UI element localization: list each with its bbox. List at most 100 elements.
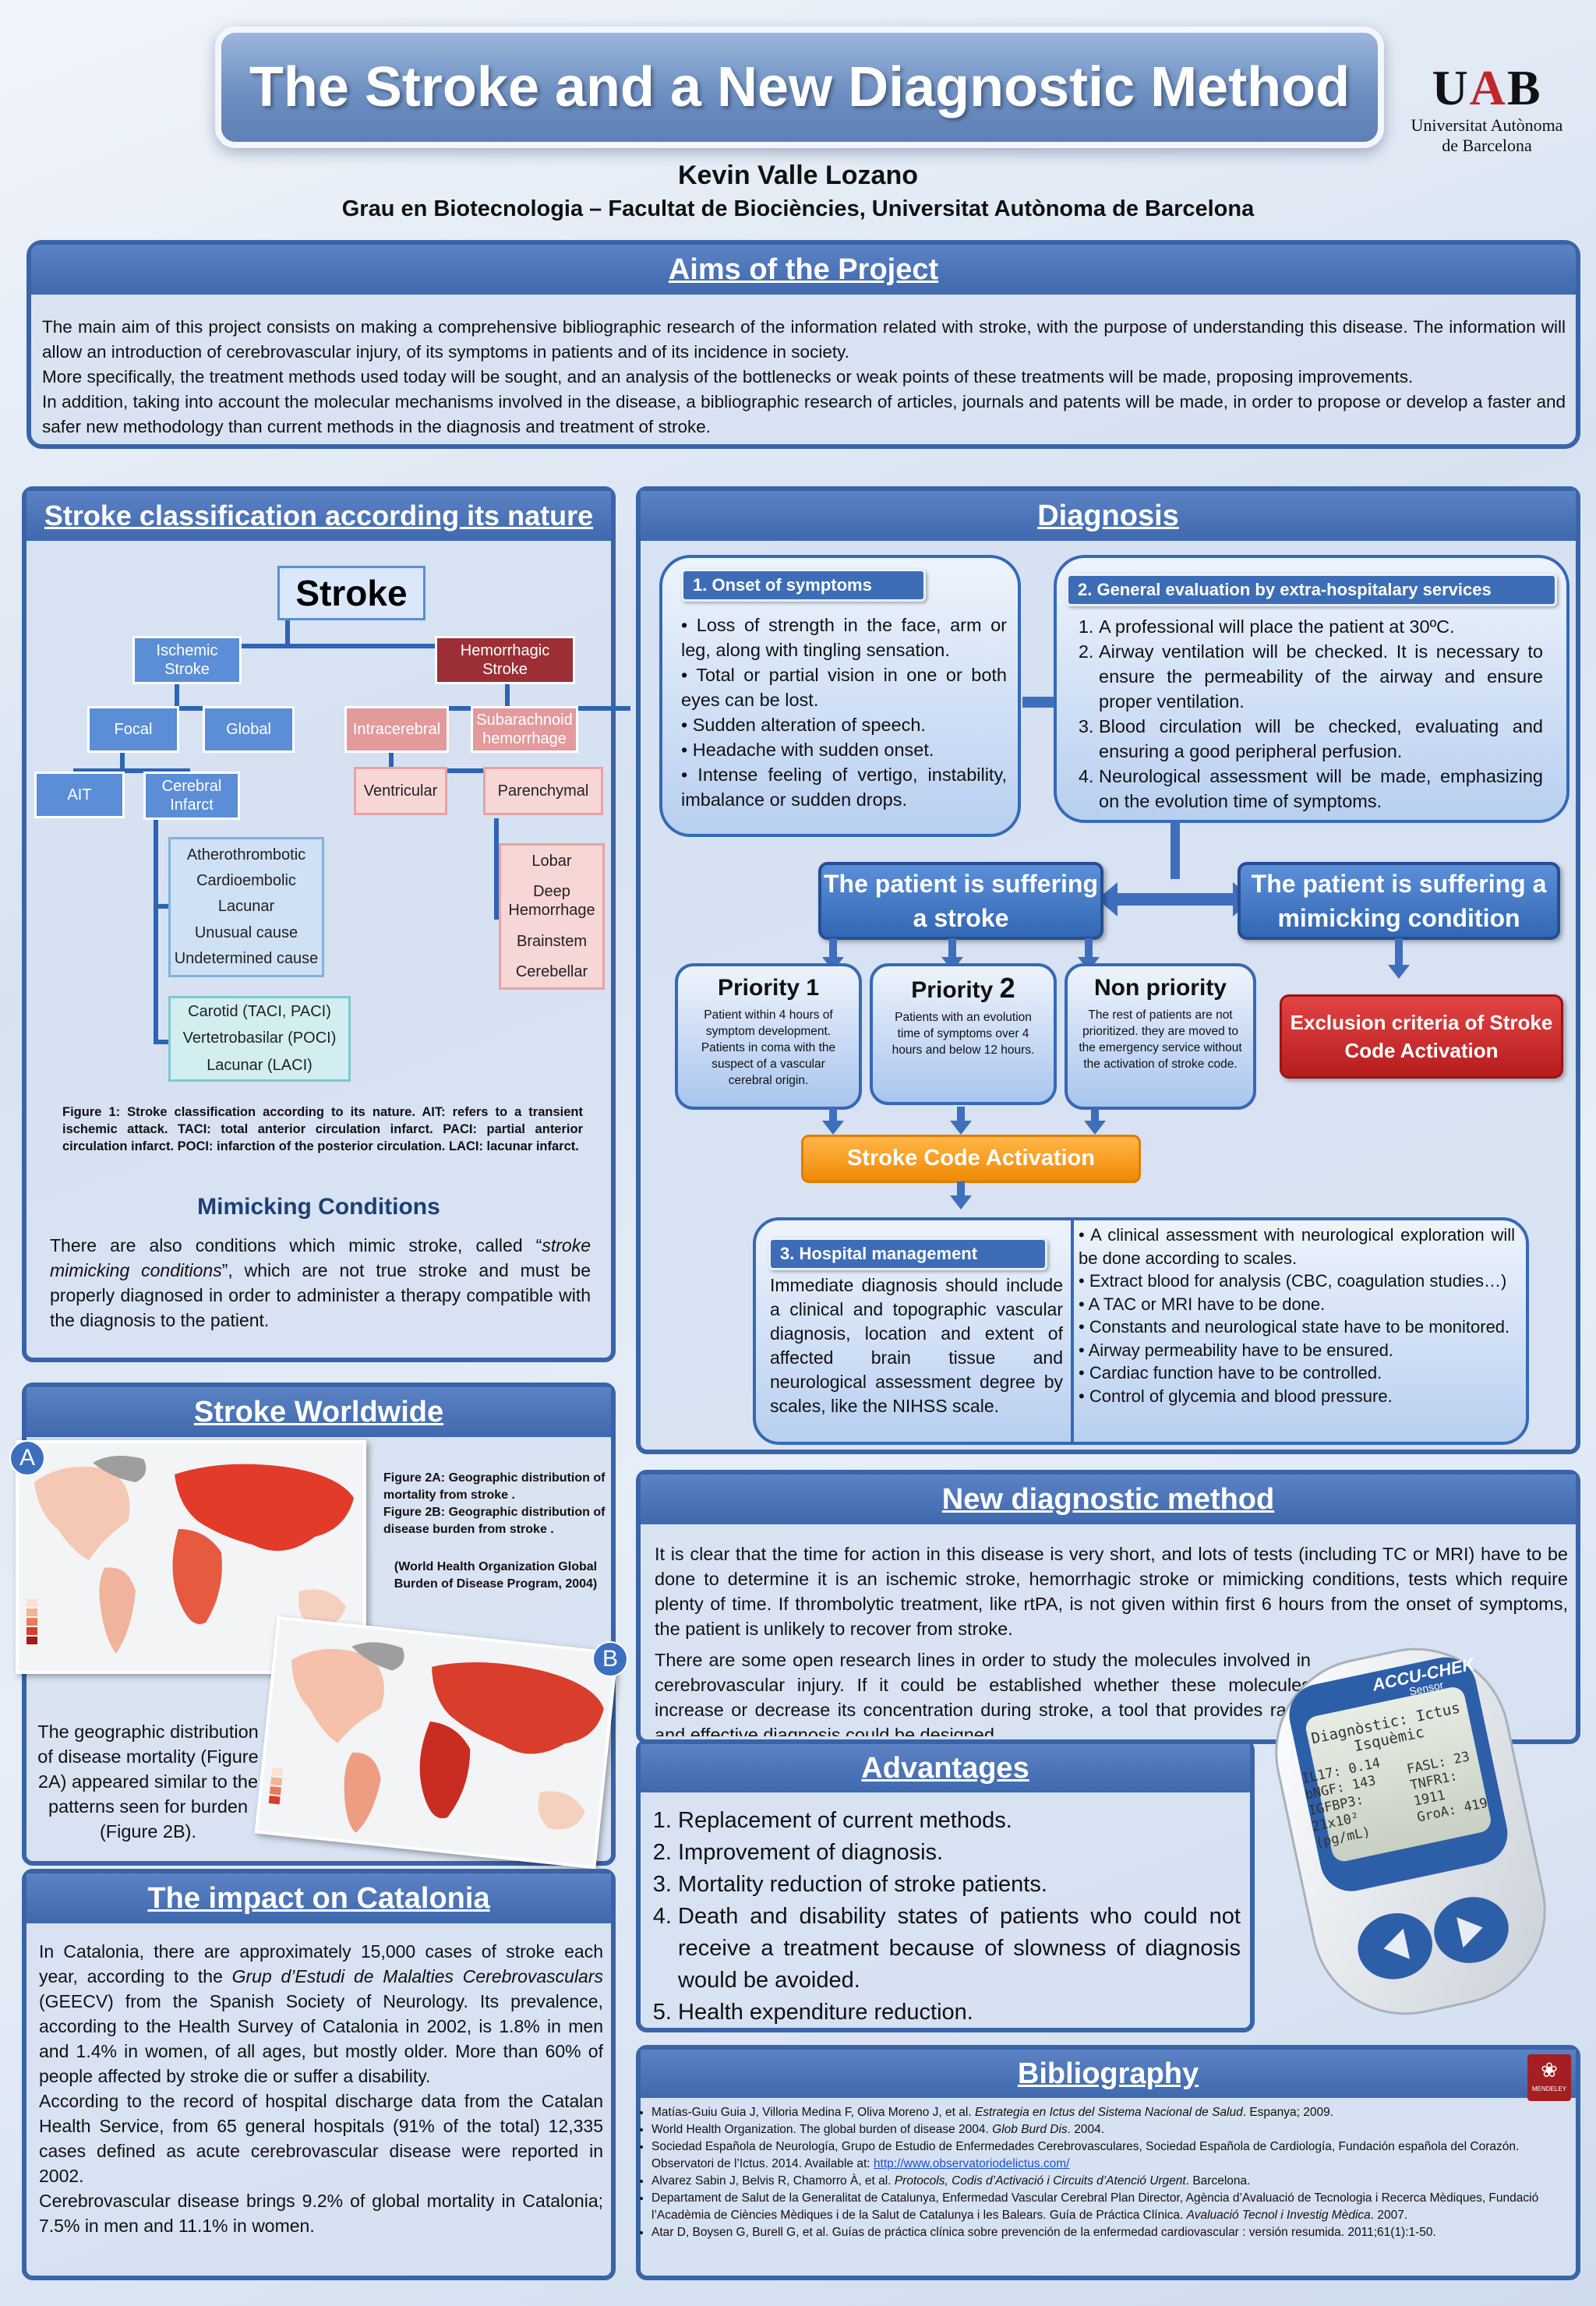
parenchymal-type: Brainstem (516, 932, 588, 950)
catalonia-p3: Cerebrovascular disease brings 9.2% of g… (39, 2191, 603, 2236)
catalonia-panel: The impact on Catalonia In Catalonia, th… (22, 1869, 616, 2280)
priority1-title: Priority 1 (717, 975, 820, 1001)
logo-sub2: de Barcelona (1442, 136, 1532, 155)
figure2b-caption: Figure 2B: Geographic distribution of di… (383, 1506, 606, 1536)
observatori-link[interactable]: http://www.observatoriodelictus.com/ (873, 2157, 1070, 2170)
parenchymal-type: Cerebellar (515, 963, 588, 981)
parenchymal-type: Deep Hemorrhage (508, 883, 595, 920)
node-hemorrhagic: Hemorrhagic Stroke (435, 636, 575, 684)
map-2b (254, 1616, 619, 1870)
hospital-list: • A clinical assessment with neurologica… (1079, 1224, 1515, 1407)
priority2-text: Patients with an evolution time of sympt… (892, 1011, 1035, 1057)
label-a: A (9, 1440, 45, 1476)
priority1-text: Patient within 4 hours of symptom develo… (701, 1008, 836, 1087)
stroke-code-activation: Stroke Code Activation (801, 1135, 1141, 1183)
node-ischemic: Ischemic Stroke (132, 636, 242, 684)
catalonia-p1: In Catalonia, there are approximately 15… (39, 1941, 603, 2086)
aims-body: The main aim of this project consists on… (42, 315, 1566, 440)
aims-title: Aims of the Project (31, 245, 1576, 295)
mimicking-title: Mimicking Conditions (197, 1194, 440, 1220)
priority1-box: Priority 1 Patient within 4 hours of sym… (675, 963, 862, 1110)
bibliography-panel: Bibliography ❀ MENDELEY Matías-Guiu Guia… (636, 2045, 1580, 2280)
logo-text: UAB (1432, 60, 1542, 115)
uab-logo: UAB Universitat Autònoma de Barcelona (1409, 61, 1565, 162)
arrow-down-icon (1084, 1121, 1106, 1135)
arrow-down-icon (950, 1195, 972, 1210)
hospital-item: • A clinical assessment with neurologica… (1079, 1225, 1515, 1268)
hospital-item: • Extract blood for analysis (CBC, coagu… (1079, 1271, 1507, 1291)
onset-item: • Headache with sudden onset. (681, 740, 934, 760)
aims-p1: The main aim of this project consists on… (42, 317, 1566, 362)
infarct-type: Undetermined cause (174, 949, 319, 967)
newmethod-p1: It is clear that the time for action in … (655, 1544, 1568, 1639)
hospital-item: • Airway permeability have to be ensured… (1079, 1340, 1393, 1360)
advantage-item: Death and disability states of patients … (678, 1901, 1241, 1997)
onset-tag: 1. Onset of symptoms (681, 569, 926, 602)
glucometer-device: ACCU-CHEK Sensor Diagnòstic: Ictus Isquè… (1255, 1637, 1566, 2026)
onset-item: • Intense feeling of vertigo, instabilit… (681, 765, 1007, 810)
infarct-type: Cardioembolic (196, 872, 296, 890)
aims-p2: More specifically, the treatment methods… (42, 367, 1414, 387)
worldwide-title: Stroke Worldwide (26, 1387, 611, 1437)
figure2a-caption: Figure 2A: Geographic distribution of mo… (383, 1471, 606, 1502)
catalonia-title: The impact on Catalonia (26, 1873, 611, 1923)
affiliation: Grau en Biotecnologia – Facultat de Bioc… (341, 196, 1255, 221)
evaluation-list: A professional will place the patient at… (1060, 614, 1543, 814)
mimicking-text: There are also conditions which mimic st… (50, 1235, 591, 1330)
map-b-legend (268, 1767, 284, 1805)
evaluation-item: Airway ventilation will be checked. It i… (1099, 639, 1543, 714)
logo-sub1: Universitat Autònoma (1411, 115, 1563, 135)
node-intracerebral: Intracerebral (344, 706, 449, 753)
advantage-item: Replacement of current methods. (678, 1805, 1241, 1837)
bibliography-title: Bibliography (641, 2050, 1576, 2098)
diagnosis-title: Diagnosis (641, 491, 1576, 541)
hospital-tag: 3. Hospital management (768, 1238, 1047, 1270)
bib-item: World Health Organization. The global bu… (651, 2121, 1562, 2138)
bib-item: Atar D, Boysen G, Burell G, et al. Guías… (651, 2224, 1562, 2241)
label-b: B (592, 1641, 628, 1677)
diagnosis-panel: Diagnosis • Loss of strength in the face… (636, 486, 1580, 1454)
node-subarachnoid: Subarachnoid hemorrhage (471, 706, 578, 753)
hospital-item: • Control of glycemia and blood pressure… (1079, 1386, 1393, 1406)
node-ait: AIT (34, 772, 125, 818)
advantages-list: Replacement of current methods. Improvem… (641, 1805, 1241, 2029)
mimic-box: The patient is suffering a mimicking con… (1238, 862, 1560, 940)
arrow-down-icon (822, 1121, 844, 1135)
figure1-caption: Figure 1: Stroke classification accordin… (62, 1105, 583, 1153)
onset-item: • Sudden alteration of speech. (681, 715, 926, 735)
advantages-panel: Advantages Replacement of current method… (636, 1739, 1255, 2032)
device-illustration (1275, 1647, 1546, 2015)
infarct-types-box: Atherothrombotic Cardioembolic Lacunar U… (168, 837, 324, 977)
infarct-type: Lacunar (217, 898, 275, 916)
hospital-item: • Cardiac function have to be controlled… (1079, 1363, 1382, 1383)
classification-panel: Stroke classification according its natu… (22, 486, 630, 1362)
evaluation-tag: 2. General evaluation by extra-hospitala… (1066, 574, 1557, 606)
node-cerebral-infarct: Cerebral Infarct (143, 772, 240, 820)
evaluation-item: Blood circulation will be checked, evalu… (1099, 714, 1543, 764)
hospital-text: Immediate diagnosis should include a cli… (770, 1275, 1063, 1416)
infarct-location-box: Carotid (TACI, PACI) Vertetrobasilar (PO… (168, 996, 351, 1082)
arrow-down-icon (950, 1121, 972, 1135)
advantage-item: Health expenditure reduction. (678, 1997, 1241, 2029)
newmethod-title: New diagnostic method (641, 1474, 1576, 1524)
infarct-type: Atherothrombotic (186, 846, 306, 864)
arrow-down-icon (1388, 965, 1410, 979)
node-global: Global (203, 706, 295, 753)
priority2-box: Priority 2 Patients with an evolution ti… (870, 963, 1057, 1105)
node-focal: Focal (87, 706, 179, 753)
bib-item: Sociedad Española de Neurología, Grupo d… (651, 2138, 1562, 2173)
aims-p3: In addition, taking into account the mol… (42, 392, 1566, 436)
parenchymal-types-box: Lobar Deep Hemorrhage Brainstem Cerebell… (499, 843, 605, 990)
world-map-b (257, 1619, 616, 1866)
evaluation-item: A professional will place the patient at… (1099, 614, 1543, 639)
bibliography-list: Matías-Guiu Guia J, Villoria Medina F, O… (642, 2104, 1562, 2241)
bib-item: Alvarez Sabin J, Belvis R, Chamorro À, e… (651, 2173, 1562, 2190)
node-parenchymal: Parenchymal (483, 767, 603, 815)
advantage-item: Improvement of diagnosis. (678, 1837, 1241, 1869)
infarct-location: Carotid (TACI, PACI) (188, 1002, 331, 1020)
onset-item: • Loss of strength in the face, arm or l… (681, 615, 1007, 660)
bib-item: Matías-Guiu Guia J, Villoria Medina F, O… (651, 2104, 1562, 2121)
infarct-type: Unusual cause (194, 923, 298, 941)
parenchymal-type: Lobar (531, 852, 572, 870)
onset-list: • Loss of strength in the face, arm or l… (681, 613, 1007, 812)
